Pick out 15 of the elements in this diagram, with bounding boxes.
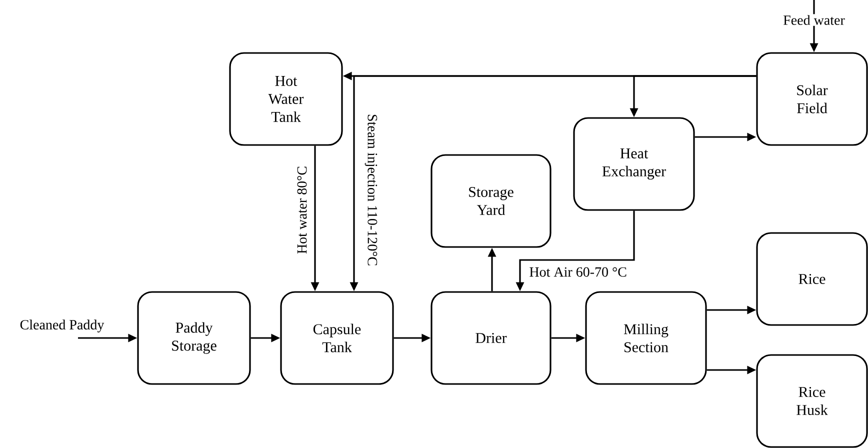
edge-label: Hot water 80°C: [297, 166, 307, 254]
process-box: Rice Husk: [756, 354, 868, 448]
process-box: Heat Exchanger: [573, 117, 695, 211]
process-box: Milling Section: [585, 291, 707, 385]
process-box: Storage Yard: [430, 154, 552, 248]
process-box: Rice: [756, 232, 868, 326]
edge-label: Feed water: [782, 14, 846, 26]
process-box: Hot Water Tank: [229, 52, 343, 146]
process-box: Paddy Storage: [137, 291, 251, 385]
edge-label: Steam injection 110-120°C: [364, 114, 378, 266]
edge-label: Cleaned Paddy: [20, 320, 104, 332]
process-box: Solar Field: [756, 52, 868, 146]
edge-label: Hot Air 60-70 °C: [530, 267, 626, 277]
process-box: Capsule Tank: [280, 291, 394, 385]
process-box: Drier: [430, 291, 552, 385]
